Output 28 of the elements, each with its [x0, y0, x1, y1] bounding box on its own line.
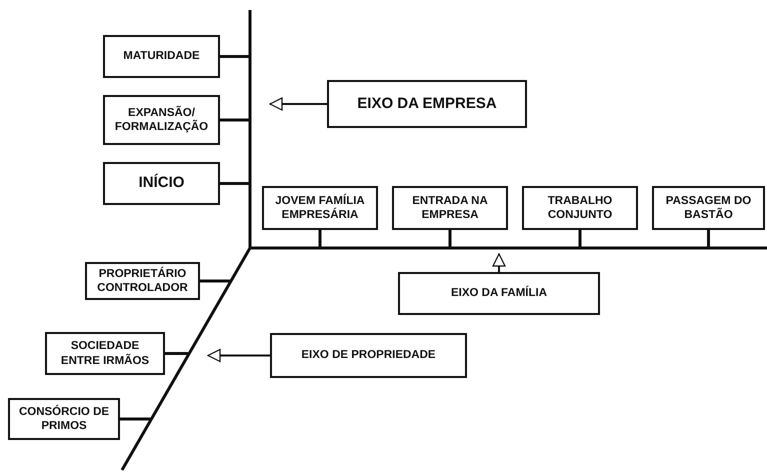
- stage-box: INÍCIO: [103, 162, 220, 205]
- stage-box: SOCIEDADE ENTRE IRMÃOS: [45, 332, 165, 375]
- axis-line: [248, 10, 252, 249]
- hollow-arrow: [492, 253, 506, 272]
- connector-line: [220, 118, 249, 122]
- connector-line: [707, 230, 710, 247]
- stage-box: ENTRADA NA EMPRESA: [392, 186, 508, 230]
- hollow-arrow: [269, 97, 327, 111]
- connector-line: [200, 280, 230, 282]
- stage-box: MATURIDADE: [103, 35, 220, 78]
- connector-line: [578, 230, 582, 247]
- stage-box: EXPANSÃO/ FORMALIZAÇÃO: [103, 95, 220, 145]
- stage-box: CONSÓRCIO DE PRIMOS: [8, 398, 120, 440]
- connector-line: [318, 230, 322, 247]
- axis-title-box: EIXO DA FAMÍLIA: [398, 272, 600, 315]
- connector-line: [220, 182, 249, 185]
- hollow-arrow: [207, 348, 270, 362]
- axis-title-box: EIXO DE PROPRIEDADE: [270, 333, 467, 378]
- stage-box: TRABALHO CONJUNTO: [522, 186, 638, 230]
- connector-line: [448, 230, 452, 247]
- axis-line: [249, 246, 767, 250]
- stage-box: PROPRIETÁRIO CONTROLADOR: [85, 262, 200, 300]
- connector-line: [120, 418, 150, 420]
- axis-title-box: EIXO DA EMPRESA: [327, 80, 527, 128]
- connector-line: [165, 352, 188, 355]
- stage-box: JOVEM FAMÍLIA EMPRESÁRIA: [262, 186, 378, 230]
- stage-box: PASSAGEM DO BASTÃO: [652, 186, 765, 230]
- connector-line: [220, 55, 249, 58]
